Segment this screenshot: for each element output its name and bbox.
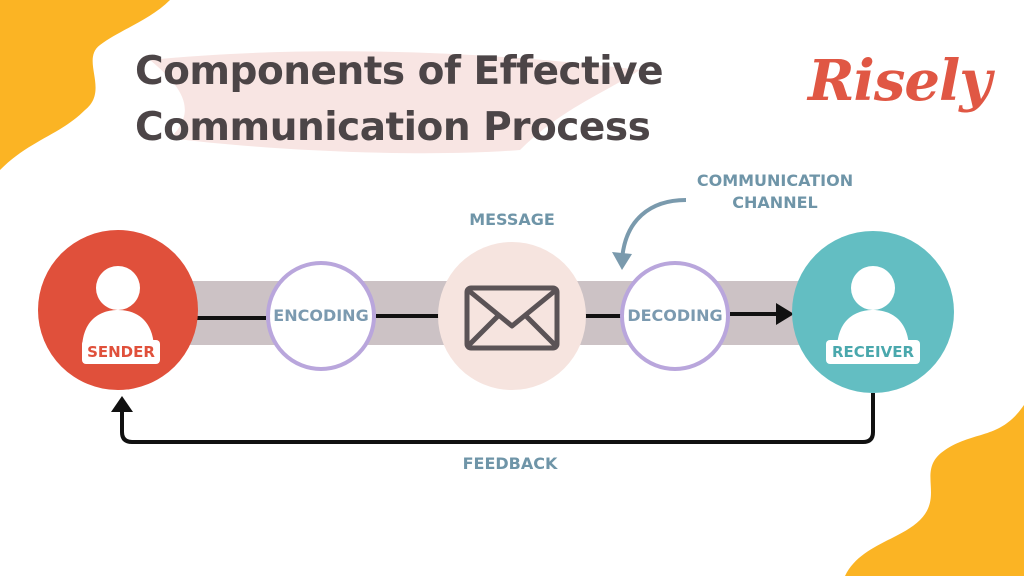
message-label: MESSAGE xyxy=(469,210,555,229)
feedback-path xyxy=(120,393,875,444)
decor-blob-top-left xyxy=(0,0,170,170)
feedback-arrowhead xyxy=(111,396,133,412)
receiver-tag: RECEIVER xyxy=(826,340,920,364)
decor-blob-bottom-right xyxy=(845,405,1024,576)
page-title: Components of Effective Communication Pr… xyxy=(135,44,755,156)
title-line-2: Communication Process xyxy=(135,105,651,150)
title-brush-stroke xyxy=(150,51,640,154)
feedback-label: FEEDBACK xyxy=(462,454,558,473)
message-node xyxy=(438,242,586,390)
decoding-label: DECODING xyxy=(627,306,723,325)
channel-label: COMMUNICATION CHANNEL xyxy=(680,170,870,214)
channel-pointer-arrow xyxy=(620,198,687,261)
decoding-node xyxy=(620,261,730,371)
channel-label-line-1: COMMUNICATION xyxy=(696,171,854,190)
channel-pointer-arrowhead xyxy=(612,252,632,270)
decoding-receiver-arrowhead xyxy=(776,303,794,325)
encoding-node xyxy=(266,261,376,371)
sender-tag: SENDER xyxy=(82,340,160,364)
brand-logo: Risely xyxy=(808,48,992,114)
encoding-label: ENCODING xyxy=(273,306,369,325)
channel-label-line-2: CHANNEL xyxy=(732,193,818,212)
envelope-icon xyxy=(464,285,560,351)
title-line-1: Components of Effective xyxy=(135,49,664,94)
